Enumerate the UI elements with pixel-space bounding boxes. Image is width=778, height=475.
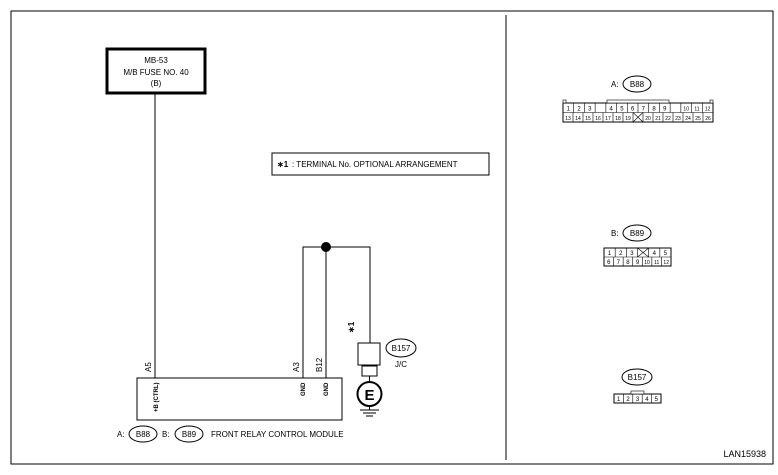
caption-connector-b: B89 [182, 430, 197, 439]
b88-id: B88 [630, 80, 645, 89]
b89-pin: 12 [663, 260, 669, 266]
junction-dot [321, 242, 331, 252]
b88-pin: 15 [585, 116, 591, 122]
b89-pin: 6 [607, 260, 611, 266]
b88-pin: 21 [655, 116, 661, 122]
b89-pin: 10 [644, 260, 650, 266]
fuse-box: MB-53 M/B FUSE NO. 40 (B) [105, 47, 207, 95]
b88-pin: 3 [588, 106, 592, 112]
b89-id: B89 [630, 229, 645, 238]
figure-id: LAN15938 [723, 449, 766, 459]
b88-pin: 4 [610, 106, 614, 112]
b89-pin: 3 [630, 251, 634, 257]
pin-a3: A3 [292, 362, 301, 372]
b157-pin: 5 [655, 397, 659, 403]
caption-module-name: FRONT RELAY CONTROL MODULE [211, 430, 344, 439]
joint-star: ∗1 [347, 321, 356, 333]
pin-a5: A5 [144, 362, 153, 372]
b88-pin: 7 [642, 106, 646, 112]
b88-pin: 6 [631, 106, 635, 112]
b88-pin: 25 [695, 116, 701, 122]
b89-pin: 2 [619, 251, 623, 257]
pin-label-gnd1: GND [301, 382, 307, 396]
b88-pin: 10 [683, 106, 689, 112]
b157-id: B157 [628, 373, 647, 382]
b88-pin: 13 [565, 116, 571, 122]
b88-prefix: A: [611, 80, 619, 89]
b88-pin: 11 [694, 106, 699, 112]
b88-pin: 19 [625, 116, 631, 122]
b88-pin: 5 [620, 106, 624, 112]
note-text: : TERMINAL No. OPTIONAL ARRANGEMENT [292, 160, 458, 169]
pin-b12: B12 [315, 357, 324, 372]
note-star: ∗1 [277, 160, 289, 169]
pin-label-gnd2: GND [324, 382, 330, 396]
fuse-box-line1: MB-53 [144, 56, 168, 65]
ground-wiring [302, 242, 371, 378]
b88-pin: 22 [665, 116, 671, 122]
b88-pin: 17 [605, 116, 611, 122]
b88-pin: 1 [567, 106, 571, 112]
b157-pin: 3 [636, 397, 640, 403]
b88-pin: 23 [675, 116, 681, 122]
b157-pin: 2 [626, 397, 630, 403]
b89-pin: 11 [654, 260, 659, 266]
joint-connector: ∗1 E B157 J/C [347, 321, 417, 417]
b89-blank-pin-mark [637, 247, 649, 258]
b88-pin: 9 [663, 106, 667, 112]
b88-blank-pin-mark [632, 112, 644, 123]
b88-pin: 8 [652, 106, 656, 112]
b88-pin: 20 [645, 116, 651, 122]
diagram-frame [10, 10, 774, 465]
b88-pin: 16 [595, 116, 601, 122]
b157-pin: 1 [617, 397, 621, 403]
module-caption: A: B88 B: B89 FRONT RELAY CONTROL MODULE [117, 425, 344, 443]
b89-prefix: B: [611, 229, 619, 238]
b88-pin: 24 [685, 116, 691, 122]
caption-connector-a: B88 [136, 430, 151, 439]
b89-pin: 5 [664, 251, 668, 257]
b88-pin: 12 [705, 106, 711, 112]
note-box: ∗1 : TERMINAL No. OPTIONAL ARRANGEMENT [271, 152, 490, 176]
fuse-box-line3: (B) [151, 79, 162, 88]
b89-pin: 4 [653, 251, 657, 257]
caption-prefix-a: A: [117, 430, 125, 439]
b157-pin: 4 [645, 397, 649, 403]
b88-pin: 14 [575, 116, 581, 122]
b88-pin: 2 [577, 106, 581, 112]
front-relay-control-module: A5 A3 B12 +B (CTRL) GND GND [136, 357, 343, 421]
b89-pin: 8 [626, 260, 630, 266]
b89-pin: 7 [617, 260, 621, 266]
b89-pin: 1 [608, 251, 612, 257]
ground-label: E [364, 387, 374, 404]
caption-prefix-b: B: [162, 430, 170, 439]
b88-pin: 18 [615, 116, 621, 122]
joint-connector-id: B157 [392, 344, 411, 353]
pin-label-ctrl: +B (CTRL) [154, 383, 160, 413]
joint-label: J/C [395, 360, 407, 369]
b89-pin: 9 [636, 260, 640, 266]
b88-pin: 26 [705, 116, 711, 122]
fuse-box-line2: M/B FUSE NO. 40 [123, 68, 189, 77]
